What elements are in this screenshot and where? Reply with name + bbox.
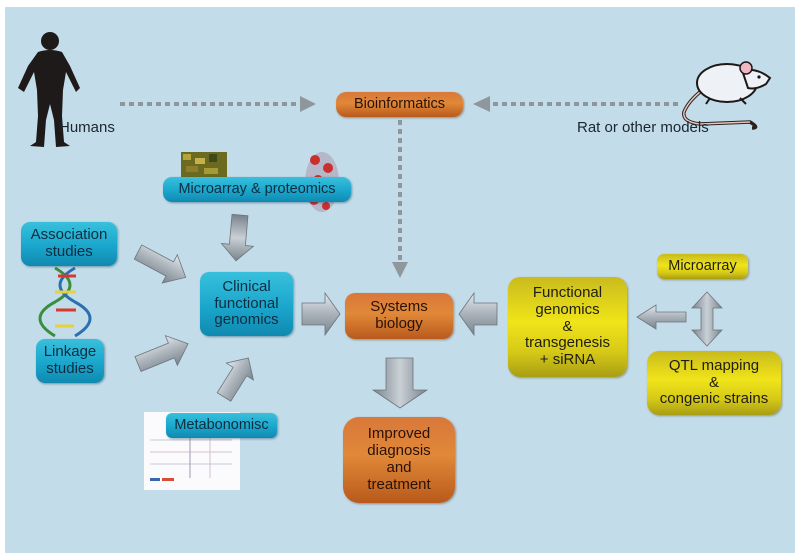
node-microarray-text: Microarray [668, 258, 737, 275]
rat-models-label: Rat or other models [577, 119, 709, 136]
dna-helix-icon [38, 266, 92, 338]
node-linkage-studies: Linkage studies [36, 339, 104, 383]
arrow-microarray-to-clinical [220, 213, 255, 262]
node-metabonomics-text: Metabonomisc [174, 417, 269, 434]
systems-line-2: biology [375, 315, 423, 332]
qtl-line-3: congenic strains [659, 390, 769, 408]
functional-line-5: + siRNA [539, 351, 596, 369]
functional-line-1: Functional [532, 284, 603, 301]
dotted-arrow-humans-to-bioinformatics [120, 96, 316, 112]
node-clinical-functional-genomics: Clinical functional genomics [200, 272, 293, 336]
systems-line-1: Systems [370, 298, 428, 316]
association-line-1: Association [30, 226, 108, 244]
node-association-studies: Association studies [21, 222, 117, 266]
arrow-qtl-to-functional [636, 304, 687, 330]
node-bioinformatics-text: Bioinformatics [353, 96, 446, 113]
functional-line-3: & [562, 317, 573, 335]
improved-line-4: treatment [367, 475, 431, 493]
humans-label: Humans [59, 119, 115, 136]
node-bioinformatics: Bioinformatics [336, 92, 463, 117]
node-improved-diagnosis: Improved diagnosis and treatment [343, 417, 455, 503]
human-silhouette-icon [18, 32, 80, 147]
microarray-image [181, 152, 227, 178]
arrow-association-to-clinical [133, 244, 187, 284]
clinical-line-3: genomics [214, 311, 279, 329]
improved-line-2: diagnosis [367, 442, 431, 460]
node-microarray-proteomics: Microarray & proteomics [163, 177, 351, 202]
node-functional-genomics-transgenesis: Functional genomics & transgenesis + siR… [508, 277, 627, 377]
functional-line-2: genomics [535, 300, 600, 318]
arrow-clinical-to-systems [301, 291, 341, 337]
node-microarray: Microarray [657, 254, 748, 279]
node-systems-biology: Systems biology [345, 293, 453, 339]
functional-line-4: transgenesis [524, 334, 611, 352]
node-metabonomics: Metabonomisc [166, 413, 277, 438]
qtl-line-1: QTL mapping [668, 356, 760, 374]
linkage-line-1: Linkage [43, 343, 97, 361]
qtl-line-2: & [708, 373, 719, 391]
arrow-linkage-to-clinical [134, 335, 189, 372]
dotted-arrow-rat-to-bioinformatics [473, 96, 678, 112]
linkage-line-2: studies [46, 360, 94, 377]
rat-icon [682, 61, 772, 130]
arrow-metabonomics-to-clinical [216, 357, 255, 402]
node-microarray-proteomics-text: Microarray & proteomics [178, 181, 336, 198]
arrow-functional-to-systems [458, 291, 498, 337]
arrow-systems-to-improved-diagnosis [371, 357, 429, 409]
double-arrow-microarray-qtl [691, 291, 723, 347]
improved-line-3: and [386, 459, 412, 476]
association-line-2: studies [45, 243, 93, 260]
clinical-line-2: functional [214, 294, 279, 312]
clinical-line-1: Clinical [222, 277, 271, 295]
improved-line-1: Improved [367, 425, 431, 443]
node-qtl-mapping: QTL mapping & congenic strains [647, 351, 781, 415]
dotted-arrow-bioinformatics-to-systems-biology [392, 120, 408, 278]
